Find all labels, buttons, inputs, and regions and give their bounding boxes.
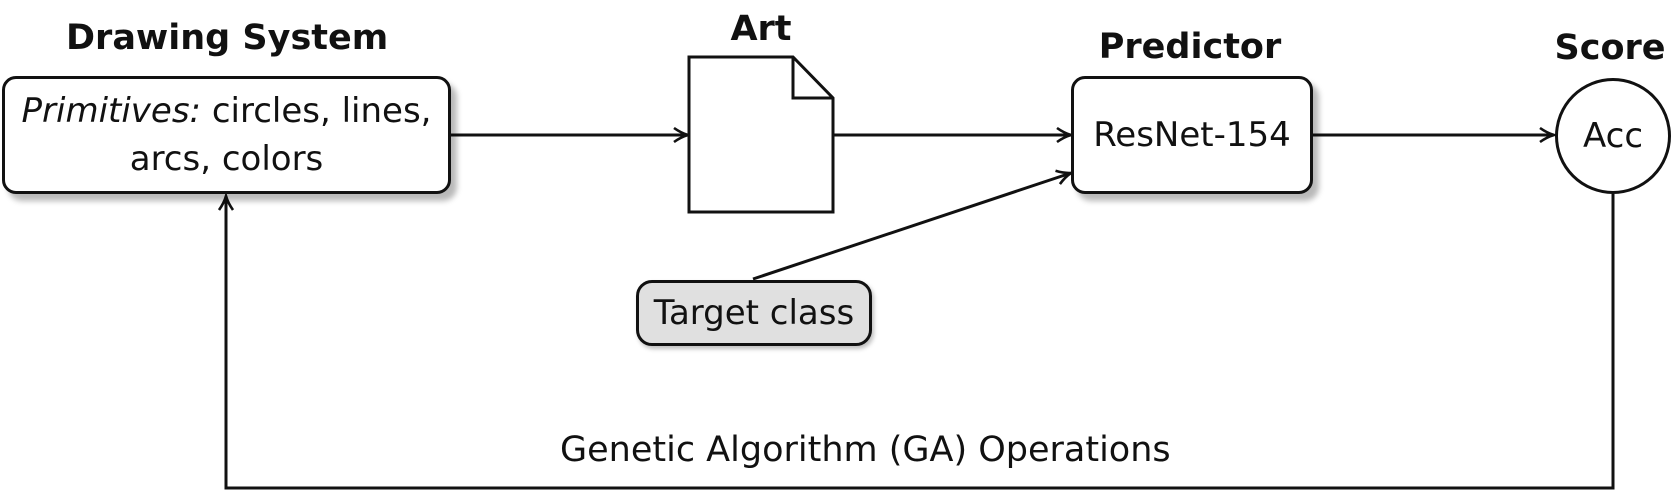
- art-document-icon: [687, 55, 835, 214]
- drawing-system-primitives: Primitives: circles, lines, arcs, colors: [7, 87, 447, 183]
- predictor-model: ResNet-154: [1093, 115, 1291, 155]
- predictor-box: ResNet-154: [1071, 76, 1313, 194]
- art-title: Art: [730, 9, 792, 49]
- primitives-label: Primitives:: [21, 91, 202, 131]
- art-document-fold: [791, 57, 833, 100]
- score-circle: Acc: [1555, 78, 1671, 194]
- predictor-title: Predictor: [1098, 27, 1282, 67]
- target-class-label: Target class: [653, 293, 855, 333]
- drawing-system-box: Primitives: circles, lines, arcs, colors: [2, 76, 451, 194]
- arrow-target-to-predictor: [752, 173, 1071, 281]
- score-title: Score: [1554, 28, 1666, 68]
- primitives-line2: arcs, colors: [129, 139, 324, 179]
- ga-operations-label: Genetic Algorithm (GA) Operations: [560, 430, 1171, 470]
- target-class-box: Target class: [636, 280, 872, 346]
- arrow-feedback-loop: [226, 194, 1615, 490]
- score-metric: Acc: [1582, 116, 1644, 156]
- drawing-system-title: Drawing System: [66, 18, 389, 58]
- primitives-line1: circles, lines,: [211, 91, 432, 131]
